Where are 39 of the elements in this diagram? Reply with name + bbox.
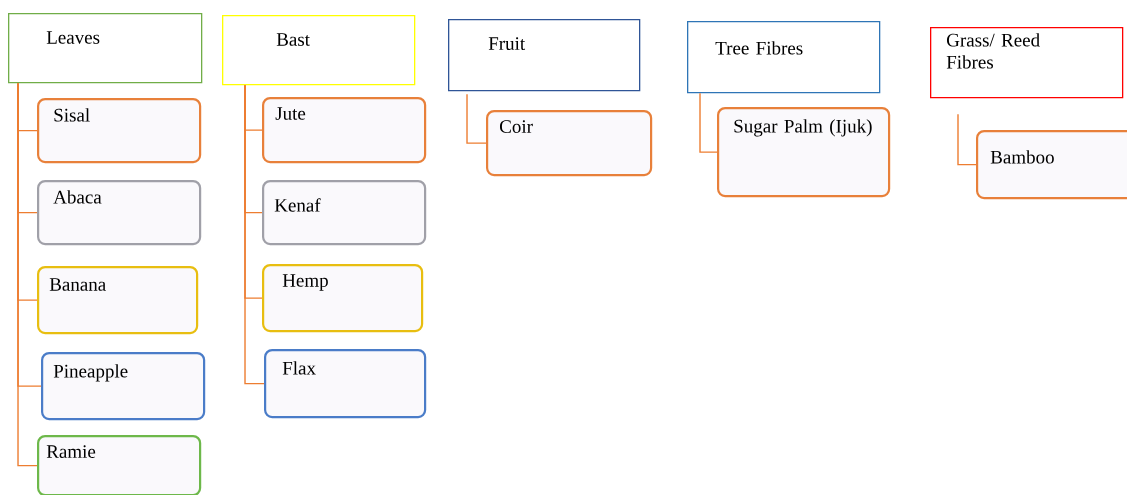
box-label: Bast xyxy=(276,33,310,46)
fibre-box xyxy=(37,435,202,495)
category-box xyxy=(448,19,641,92)
box-label: Sisal xyxy=(54,108,90,122)
fibre-box xyxy=(41,352,206,421)
category-box xyxy=(687,21,881,94)
box-label: Kenaf xyxy=(274,198,321,212)
box-label: Abaca xyxy=(53,190,102,204)
connector-line xyxy=(699,92,718,153)
fibre-box xyxy=(37,180,202,246)
box-label: Sugar Palm (Ijuk) xyxy=(734,119,872,137)
fibre-box xyxy=(264,349,427,419)
box-label: Flax xyxy=(282,361,316,375)
box-label: Ramie xyxy=(46,445,96,458)
box-label: Pineapple xyxy=(53,364,128,382)
fibre-box xyxy=(262,97,427,164)
box-label: Bamboo xyxy=(990,150,1054,164)
category-box xyxy=(222,15,416,86)
fibre-box xyxy=(37,98,202,164)
fibre-box xyxy=(976,130,1127,200)
fibre-box xyxy=(37,266,199,335)
box-label: Fruit xyxy=(488,37,526,50)
box-label: Banana xyxy=(49,278,106,291)
category-box xyxy=(930,27,1124,99)
connector-line xyxy=(17,82,38,467)
fibre-box xyxy=(486,110,653,177)
connector-line xyxy=(244,84,265,385)
box-label: Leaves xyxy=(46,31,100,44)
category-box xyxy=(8,13,203,84)
connector-line xyxy=(957,113,977,166)
box-label: Grass/ Reed Fibres xyxy=(946,33,1040,69)
connector-line xyxy=(466,93,487,144)
fibre-box xyxy=(717,107,891,198)
box-label: Jute xyxy=(275,107,306,120)
box-label: Tree Fibres xyxy=(715,41,803,55)
fibre-box xyxy=(262,180,427,246)
box-label: Hemp xyxy=(282,274,328,291)
box-label: Coir xyxy=(500,120,533,133)
fibre-box xyxy=(262,264,424,333)
